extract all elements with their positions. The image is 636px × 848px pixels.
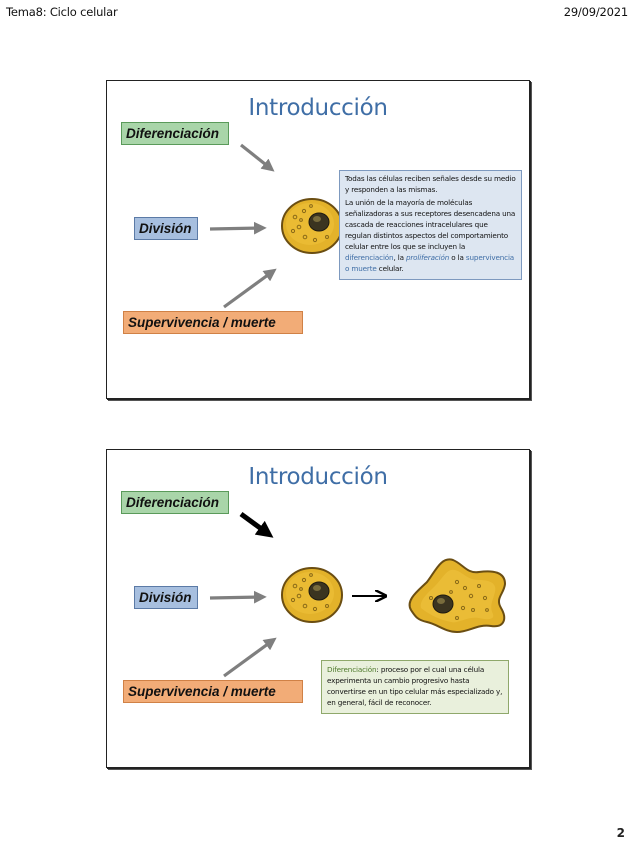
arrow-division <box>209 590 267 604</box>
label-survival-death: Supervivencia / muerte <box>123 311 303 334</box>
label-survival-death: Supervivencia / muerte <box>123 680 303 703</box>
term-survival-death: supervivencia o muerte <box>345 253 515 273</box>
info-paragraph-1: Todas las células reciben señales desde … <box>345 174 516 194</box>
arrows-layer <box>209 143 277 309</box>
round-cell-image <box>281 198 343 254</box>
arrow-division <box>209 221 267 235</box>
differentiated-cell-image <box>408 558 507 634</box>
definition-text: : proceso por el cual una célula experim… <box>327 665 503 707</box>
info-box-differentiation-definition: Diferenciación: proceso por el cual una … <box>321 660 509 714</box>
label-differentiation: Diferenciación <box>121 491 229 514</box>
info-paragraph-2: La unión de la mayoría de moléculas seña… <box>345 197 516 274</box>
arrow-survival <box>223 268 277 309</box>
info-text: La unión de la mayoría de moléculas seña… <box>345 198 516 251</box>
definition-paragraph: Diferenciación: proceso por el cual una … <box>327 664 503 708</box>
term-differentiation: Diferenciación <box>327 665 377 674</box>
info-box-signals: Todas las células reciben señales desde … <box>339 170 522 280</box>
term-differentiation: diferenciación <box>345 253 394 262</box>
arrow-survival <box>223 637 277 678</box>
slide-1: Introducción Diferenciación División Sup… <box>106 80 530 399</box>
page-number: 2 <box>616 826 625 840</box>
term-proliferation: proliferación <box>405 253 450 262</box>
round-cell-image <box>281 567 343 623</box>
arrow-differentiation <box>240 143 275 172</box>
slide-2: Introducción Diferenciación División Sup… <box>106 449 530 768</box>
arrow-differentiation-bold <box>239 511 274 538</box>
label-division: División <box>134 586 198 609</box>
document-header-title: Tema8: Ciclo celular <box>6 5 118 19</box>
label-differentiation: Diferenciación <box>121 122 229 145</box>
slide-title: Introducción <box>248 464 388 490</box>
label-division: División <box>134 217 198 240</box>
document-header-date: 29/09/2021 <box>563 5 628 19</box>
info-text: celular. <box>376 264 404 273</box>
info-text: , la <box>393 253 406 262</box>
info-text: o la <box>449 253 466 262</box>
arrows-layer <box>209 511 531 678</box>
slide-title: Introducción <box>248 95 388 121</box>
